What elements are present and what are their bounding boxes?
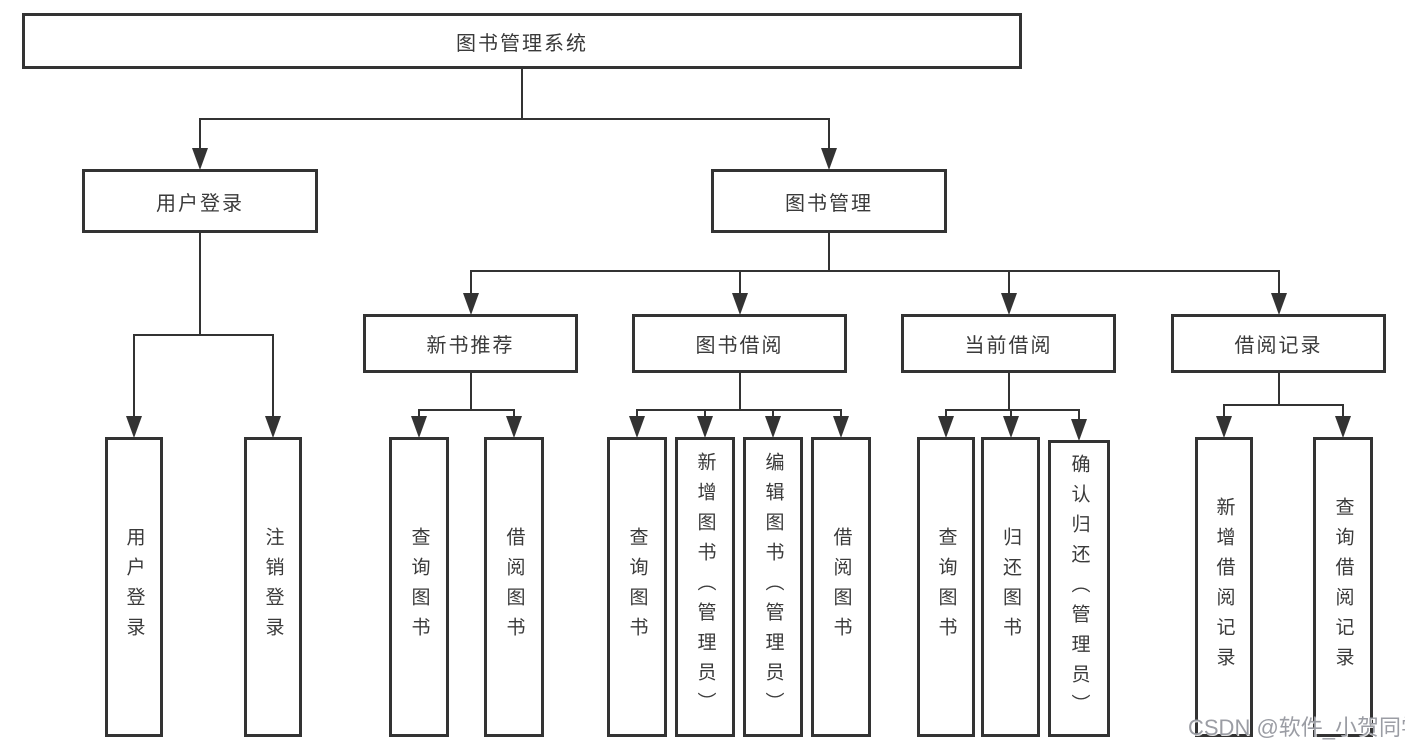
arrowhead-down-icon: [1216, 416, 1232, 438]
arrowhead-down-icon: [192, 148, 208, 170]
current-borrow-box: 当前借阅: [901, 314, 1116, 373]
connector-line: [1277, 271, 1280, 296]
leaf-query-book-2-label: 查询图书: [626, 527, 648, 647]
connector-line: [1223, 404, 1344, 406]
connector-line: [1078, 410, 1080, 422]
connector-line: [636, 410, 638, 419]
root-box: 图书管理系统: [22, 13, 1022, 69]
connector-line: [945, 409, 1080, 411]
leaf-query-book-2-box: 查询图书: [607, 437, 667, 737]
connector-line: [945, 410, 947, 419]
leaf-query-book-1-label: 查询图书: [408, 527, 430, 647]
arrowhead-down-icon: [833, 416, 849, 438]
leaf-edit-book-box: 编辑图书（管理员）: [743, 437, 803, 737]
leaf-user-login-label: 用户登录: [123, 527, 145, 647]
root-label: 图书管理系统: [456, 32, 588, 55]
book-mgmt-box: 图书管理: [711, 169, 947, 233]
arrowhead-down-icon: [938, 416, 954, 438]
borrow-records-label: 借阅记录: [1234, 335, 1323, 357]
connector-line: [469, 270, 1280, 272]
leaf-borrow-book-1-label: 借阅图书: [503, 527, 525, 647]
arrowhead-down-icon: [765, 416, 781, 438]
connector-line: [133, 334, 274, 336]
leaf-add-record-label: 新增借阅记录: [1213, 497, 1235, 677]
connector-line: [738, 373, 741, 411]
connector-line: [418, 409, 515, 411]
connector-line: [840, 410, 842, 419]
connector-line: [828, 119, 830, 151]
connector-line: [418, 410, 420, 419]
connector-line: [1342, 405, 1344, 419]
book-borrow-label: 图书借阅: [695, 335, 784, 357]
leaf-logout-box: 注销登录: [244, 437, 302, 737]
arrowhead-down-icon: [1002, 416, 1019, 438]
leaf-borrow-book-2-label: 借阅图书: [830, 527, 852, 647]
leaf-query-book-3-box: 查询图书: [917, 437, 975, 737]
leaf-query-book-1-box: 查询图书: [389, 437, 449, 737]
leaf-add-record-box: 新增借阅记录: [1195, 437, 1253, 737]
leaf-add-book-label: 新增图书（管理员）: [694, 452, 716, 722]
arrowhead-down-icon: [1335, 416, 1351, 438]
new-book-rec-label: 新书推荐: [426, 335, 515, 357]
connector-line: [772, 410, 774, 419]
leaf-borrow-book-2-box: 借阅图书: [811, 437, 871, 737]
leaf-confirm-return-label: 确认归还（管理员）: [1068, 453, 1090, 724]
leaf-query-book-3-label: 查询图书: [935, 527, 957, 647]
arrowhead-down-icon: [265, 416, 281, 438]
borrow-records-box: 借阅记录: [1171, 314, 1386, 373]
leaf-return-book-label: 归还图书: [1000, 527, 1021, 647]
book-borrow-box: 图书借阅: [632, 314, 847, 373]
leaf-query-record-label: 查询借阅记录: [1332, 497, 1354, 677]
connector-line: [469, 373, 472, 411]
leaf-user-login-box: 用户登录: [105, 437, 163, 737]
connector-line: [828, 233, 830, 272]
arrowhead-down-icon: [126, 416, 142, 438]
user-login-label: 用户登录: [156, 192, 244, 215]
connector-line: [704, 410, 706, 419]
arrowhead-down-icon: [1071, 419, 1087, 441]
connector-line: [1009, 410, 1012, 419]
arrowhead-down-icon: [462, 293, 479, 315]
csdn-watermark: CSDN @软件_小贺同学: [1188, 715, 1405, 740]
connector-line: [199, 233, 201, 336]
current-borrow-label: 当前借阅: [964, 335, 1053, 357]
connector-line: [513, 410, 515, 419]
connector-line: [1007, 271, 1010, 296]
leaf-query-record-box: 查询借阅记录: [1313, 437, 1373, 737]
connector-line: [1223, 405, 1225, 419]
leaf-confirm-return-box: 确认归还（管理员）: [1048, 440, 1110, 737]
connector-line: [199, 119, 201, 151]
arrowhead-down-icon: [1000, 293, 1017, 315]
leaf-edit-book-label: 编辑图书（管理员）: [762, 452, 784, 722]
new-book-rec-box: 新书推荐: [363, 314, 578, 373]
arrowhead-down-icon: [1270, 293, 1287, 315]
arrowhead-down-icon: [411, 416, 427, 438]
book-mgmt-label: 图书管理: [785, 192, 873, 215]
leaf-return-book-box: 归还图书: [981, 437, 1040, 737]
connector-line: [738, 271, 741, 296]
leaf-add-book-box: 新增图书（管理员）: [675, 437, 735, 737]
connector-line: [469, 271, 472, 296]
connector-line: [272, 335, 274, 419]
arrowhead-down-icon: [697, 416, 713, 438]
arrowhead-down-icon: [506, 416, 522, 438]
connector-line: [1007, 373, 1010, 411]
connector-line: [636, 409, 842, 411]
arrowhead-down-icon: [731, 293, 748, 315]
leaf-borrow-book-1-box: 借阅图书: [484, 437, 544, 737]
user-login-box: 用户登录: [82, 169, 318, 233]
arrowhead-down-icon: [821, 148, 837, 170]
connector-line: [1277, 373, 1280, 406]
leaf-logout-label: 注销登录: [262, 527, 284, 647]
connector-line: [133, 335, 135, 419]
connector-line: [521, 69, 523, 120]
arrowhead-down-icon: [629, 416, 645, 438]
connector-line: [199, 118, 830, 120]
